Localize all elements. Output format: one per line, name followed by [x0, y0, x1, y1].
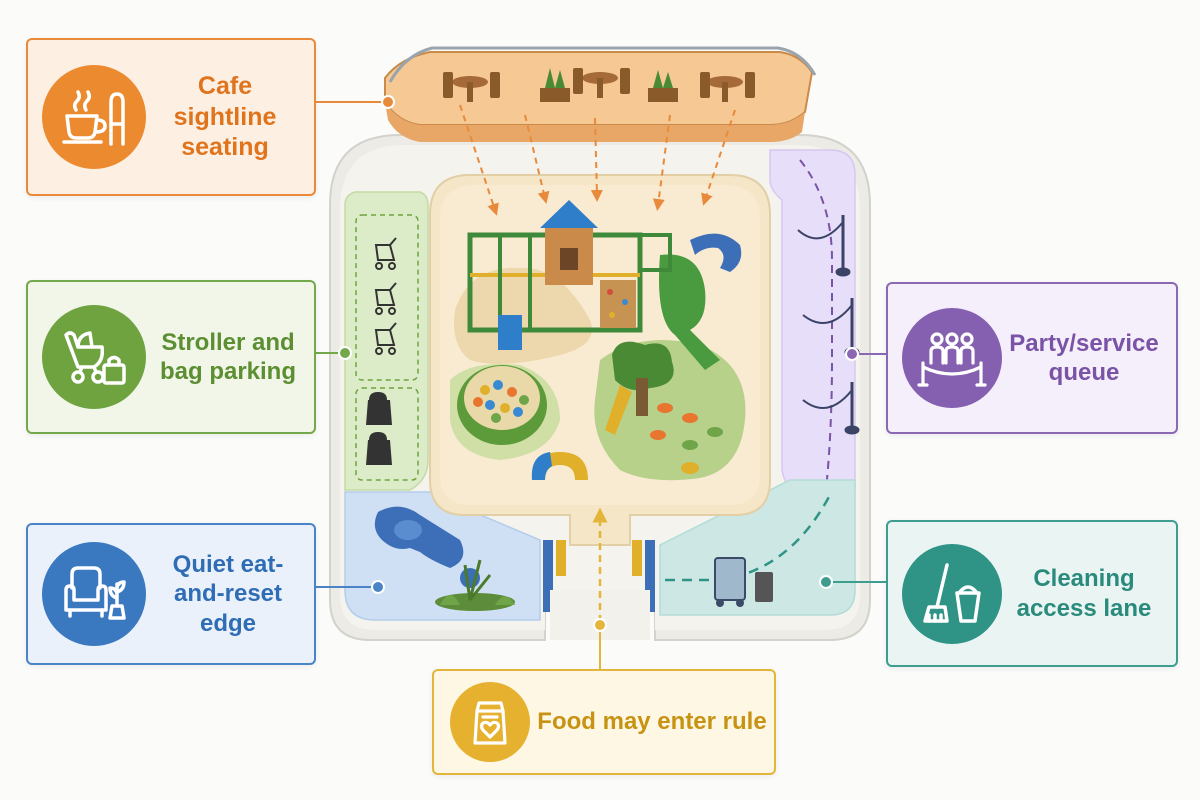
callout-quiet-edge: Quiet eat-and-reset edge — [26, 523, 316, 665]
callout-connectors — [316, 101, 886, 669]
queue-people-icon — [902, 308, 1002, 408]
callout-label: Party/service queue — [1009, 329, 1159, 386]
armchair-and-plant-icon — [42, 542, 146, 646]
mop-and-bucket-icon — [902, 543, 1002, 644]
connector-dots — [338, 95, 859, 632]
cleaning-cart-icon — [714, 557, 773, 607]
plant-icon — [435, 559, 515, 611]
cleaning-lane-zone — [659, 479, 856, 616]
cafe-terrace — [384, 46, 817, 142]
callout-label: Cleaning access lane — [1016, 565, 1152, 622]
stool-group — [650, 403, 723, 474]
callout-food-rule: Food may enter rule — [432, 669, 776, 775]
callout-label: Food may enter rule — [537, 708, 767, 736]
callout-label: Stroller and bag parking — [159, 328, 297, 385]
planter-icon — [540, 68, 678, 102]
cafe-table-chairs — [443, 68, 755, 102]
curved-bench — [690, 233, 742, 272]
stroller-and-bag-icon — [42, 305, 146, 409]
food-bag-heart-icon — [450, 682, 530, 762]
tunnel — [531, 452, 588, 480]
party-queue-zone — [769, 149, 860, 491]
play-structure — [467, 200, 720, 370]
cafe-sightline-arrows — [459, 104, 736, 216]
bag-slot-icon — [366, 392, 392, 465]
callout-label: Quiet eat-and-reset edge — [172, 551, 284, 637]
callout-party-queue: Party/service queue — [886, 282, 1178, 434]
coffee-cup-and-chair-icon — [42, 65, 146, 169]
callout-cleaning-lane: Cleaning access lane — [886, 520, 1178, 667]
stroller-slot-icon — [374, 237, 397, 355]
stroller-parking-zone — [344, 191, 429, 491]
callout-stroller-parking: Stroller and bag parking — [26, 280, 316, 434]
tree-slide — [605, 341, 674, 435]
ball-pit — [457, 365, 547, 445]
callout-cafe-sightline: Cafe sightline seating — [26, 38, 316, 196]
callout-label: Cafe sightline seating — [173, 72, 277, 162]
quiet-edge-zone — [344, 491, 541, 621]
